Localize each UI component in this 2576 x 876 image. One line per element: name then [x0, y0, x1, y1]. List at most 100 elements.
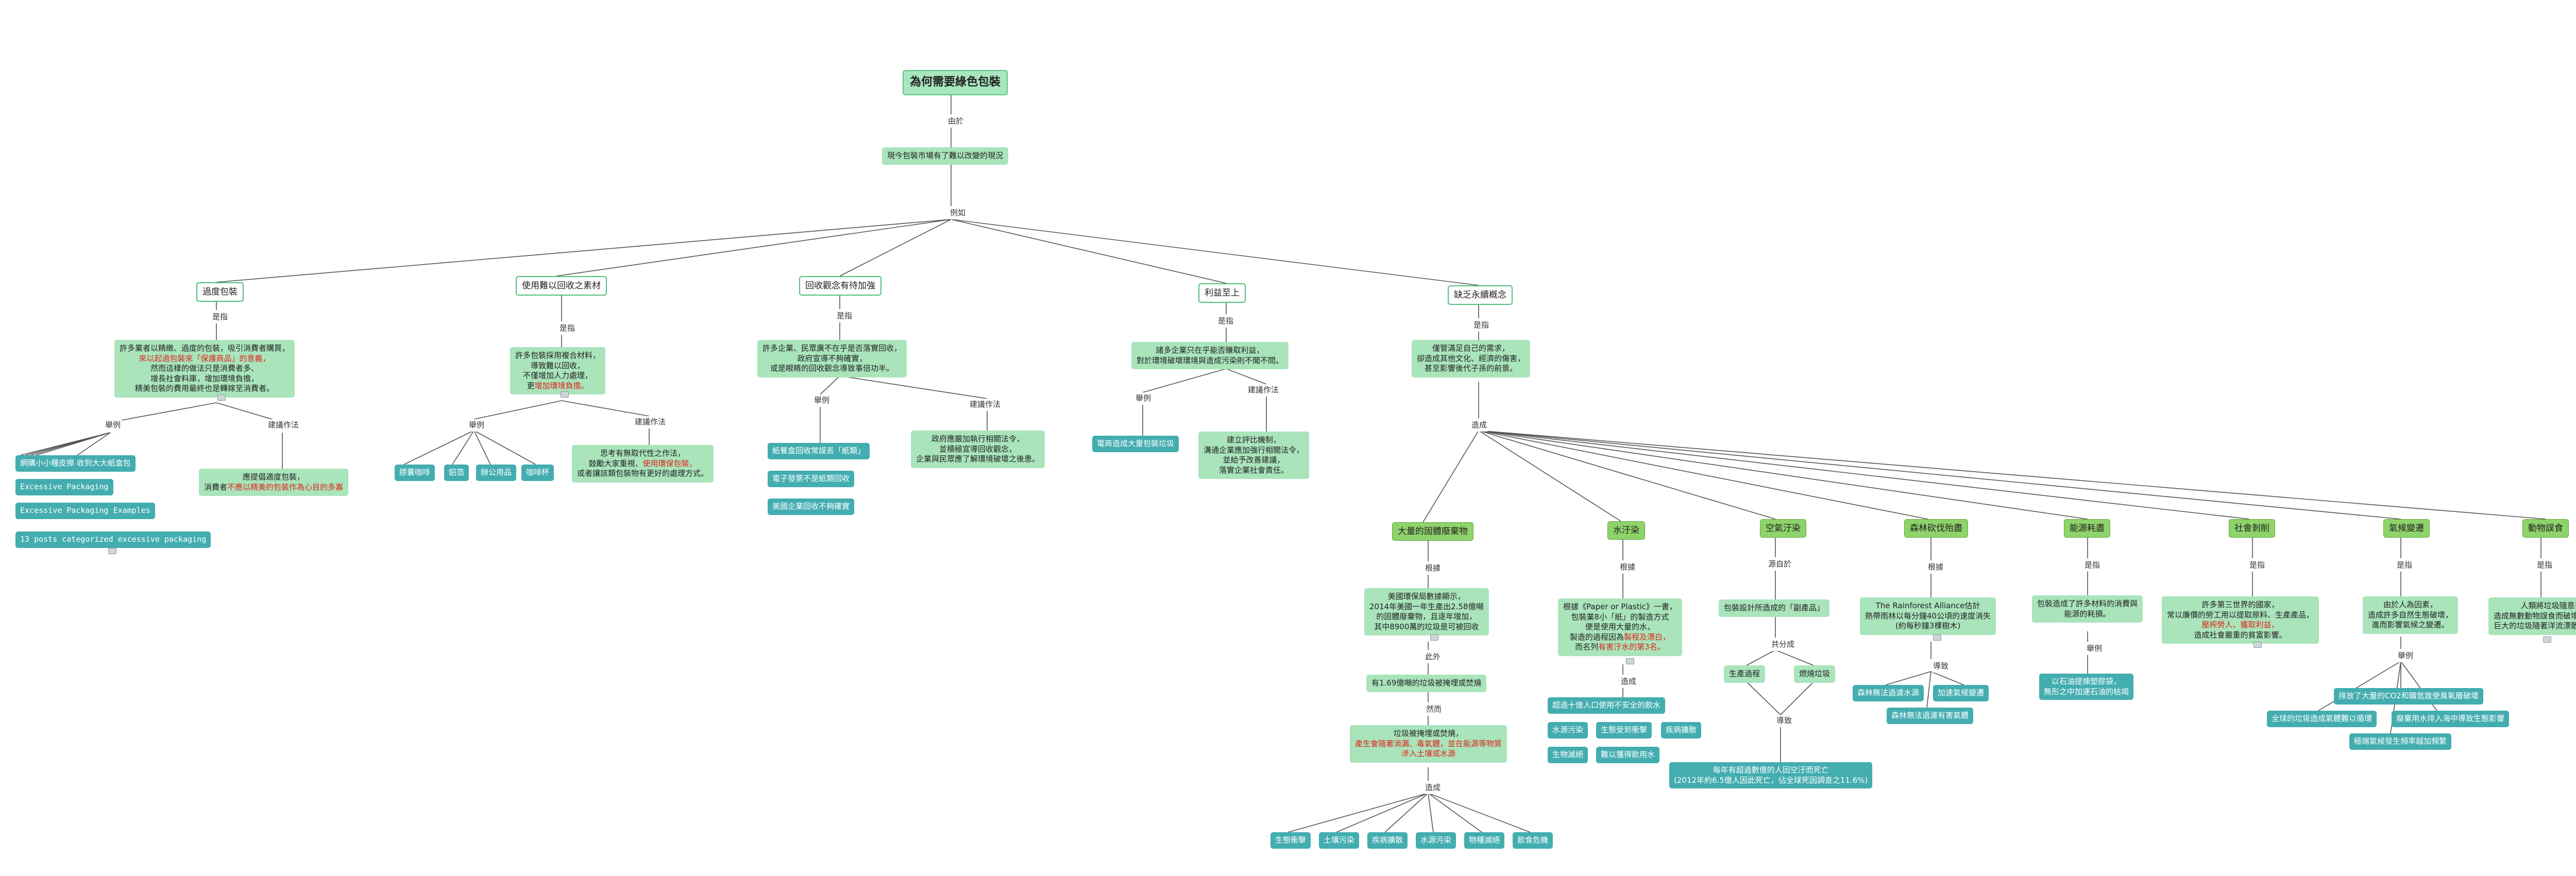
root-node[interactable]: 為何需要綠色包裝 [903, 70, 1008, 95]
relation-label: 根據 [1926, 561, 1946, 574]
effect-item[interactable]: 疾病擴散 [1661, 722, 1702, 738]
suggestion-node[interactable]: 建立評比機制，溝通企業應加強行相關法令，並給予改善建議，落實企業社會責任。 [1198, 432, 1310, 479]
topic-description[interactable]: 許多業者以精緻、過度的包裝，吸引消費者購買，來以起過包裝來「保護商品」的意義，然… [114, 340, 295, 398]
consequence-detail[interactable]: 垃圾被掩埋或焚燒，產生會隨著淌漏、毒氣體，並在能源等物質滲入土壤或水源 [1350, 725, 1507, 763]
note-icon[interactable] [2543, 637, 2551, 643]
consequence-detail[interactable]: 由於人為因素，造成許多自然生態破壞，進而影響氣候之變遷。 [2363, 596, 2459, 634]
effect-item[interactable]: 土壤污染 [1319, 832, 1360, 849]
note-icon[interactable] [1430, 634, 1438, 641]
connector-line [839, 375, 988, 399]
example-item[interactable]: 咖啡杯 [521, 465, 554, 481]
example-item[interactable]: Excessive Packaging Examples [15, 503, 155, 519]
topic-description[interactable]: 諸多企業只在乎能否賺取利益，對於環境破壞環境與造成污染則不聞不問。 [1131, 342, 1289, 369]
example-item[interactable]: 膠囊咖啡 [395, 465, 435, 481]
relation-label: 共分成 [1769, 639, 1797, 651]
note-icon[interactable] [1626, 658, 1634, 664]
consequence-detail[interactable]: 包裝造成了許多材料的消費與能源的耗損。 [2032, 595, 2143, 623]
consequence-energy-depletion[interactable]: 能源耗盡 [2064, 519, 2110, 538]
suggestion-node[interactable]: 政府應嚴加執行相關法令，並積極宣導回收觀念，企業與民眾應了解環境破壞之後患。 [911, 431, 1045, 468]
example-item[interactable]: 電商造成大量包裝垃圾 [1092, 436, 1179, 452]
subtitle-node[interactable]: 現今包裝市場有了難以改變的現況 [882, 147, 1009, 165]
topic-recycling-awareness[interactable]: 回收觀念有待加強 [799, 276, 882, 296]
note-icon[interactable] [108, 548, 116, 554]
consequence-social-exploitation[interactable]: 社會剝削 [2229, 519, 2275, 538]
note-icon[interactable] [217, 394, 226, 401]
effect-item[interactable]: 排放了大量的CO2和職氫致使臭氧層破壞 [2334, 688, 2483, 705]
connector-line [1780, 681, 1814, 715]
effect-item[interactable]: 廢棄用水排入海中導致生態影響 [2392, 711, 2510, 727]
effect-item[interactable]: 以石油提煉塑膠袋，無形之中加速石油的枯竭 [2039, 674, 2134, 700]
example-item[interactable]: Excessive Packaging [15, 479, 113, 495]
relation-label: 是指 [2535, 559, 2555, 572]
example-item[interactable]: 電子發票不是紙類回收 [768, 471, 855, 487]
consequence-water-pollution[interactable]: 水汙染 [1607, 521, 1645, 540]
connector-line [1428, 793, 1482, 833]
example-item[interactable]: 辦公用品 [476, 465, 517, 481]
relation-label: 舉例 [1133, 392, 1154, 405]
consequence-solid-waste[interactable]: 大量的固體廢棄物 [1392, 522, 1473, 541]
effect-item[interactable]: 生態受到衝擊 [1596, 722, 1652, 738]
consequence-detail[interactable]: 美國環保局數據顯示，2014年美國一年生產出2.58億噸的固體廢棄物，且逐年增加… [1364, 588, 1489, 635]
consequence-air-pollution[interactable]: 空氣汙染 [1760, 519, 1806, 538]
connector-line [473, 430, 491, 465]
effect-item[interactable]: 極端氣候發生頻率越加頻繁 [2349, 733, 2452, 750]
consequence-detail[interactable]: 有1.69億噸的垃圾被掩埋或焚燒 [1366, 675, 1487, 692]
consequence-detail[interactable]: 根據《Paper or Plastic》一書，包裝業8小「紙」的製造方式便是使用… [1558, 598, 1682, 656]
relation-label: 舉例 [2084, 643, 2105, 655]
relation-label: 舉例 [467, 419, 487, 432]
connector-line [1746, 681, 1781, 715]
effect-item[interactable]: 水源污染 [1416, 832, 1456, 849]
consequence-detail[interactable]: 許多第三世界的國家，常以廉價的勞工用以提取原料、生產產品，壓榨勞人、獲取利益，造… [2162, 596, 2319, 644]
example-item[interactable]: 鋁箔 [444, 465, 469, 481]
effect-item[interactable]: 每年有超過數億的人因空汙而死亡(2012年約6.5億人因此死亡，佔全球死因調查之… [1669, 762, 1873, 788]
connector-line [1478, 430, 2250, 520]
connector-line [403, 430, 474, 465]
effect-item[interactable]: 生態衝擊 [1270, 832, 1311, 849]
effect-item[interactable]: 難以獲得飲用水 [1596, 747, 1660, 763]
consequence-animal-ingestion[interactable]: 動物誤食 [2522, 519, 2569, 538]
effect-item[interactable]: 超過十億人口使用不安全的飲水 [1548, 697, 1666, 714]
effect-item[interactable]: 生物滅絕 [1548, 747, 1588, 763]
consequence-detail[interactable]: The Rainforest Alliance估計熱帶雨林以每分鐘40公頃的速度… [1860, 597, 1996, 635]
note-icon[interactable] [2253, 642, 2262, 648]
example-item[interactable]: 網購小小種皮擦 收到大大紙盒包 [15, 455, 135, 472]
topic-profit-first[interactable]: 利益至上 [1198, 283, 1246, 303]
consequence-detail[interactable]: 燃燒垃圾 [1794, 665, 1836, 683]
effect-item[interactable]: 全球的垃圾造成氣體難以循環 [2267, 711, 2377, 727]
topic-description[interactable]: 僅管滿足自己的需求，卻造成其他文化、經濟的傷害，甚至影響後代子孫的前景。 [1412, 340, 1531, 377]
effect-item[interactable]: 物種滅絕 [1464, 832, 1505, 849]
connector-line [1478, 430, 1621, 522]
connector-line [820, 375, 840, 395]
relation-label: 此外 [1423, 651, 1443, 663]
consequence-deforestation[interactable]: 森林砍伐殆盡 [1904, 519, 1968, 538]
suggestion-node[interactable]: 思考有無取代性之作法，鼓勵大家重視、使用環保包裝，或者讓該類包裝物有更好的處理方… [572, 445, 714, 483]
effect-item[interactable]: 森林無法過濾有害氣體 [1887, 708, 1974, 724]
relation-label: 導致 [1774, 715, 1794, 727]
effect-item[interactable]: 加速氣候變遷 [1933, 685, 1989, 701]
example-item[interactable]: 紙餐盒回收常誤丟「紙類」 [768, 443, 870, 459]
relation-label: 例如 [948, 207, 968, 219]
connector-line [1428, 793, 1434, 833]
connector-line [839, 219, 952, 277]
topic-description[interactable]: 許多包裝採用複合材料，導致難以回收，不僅增加人力處理，更增加環境負擔。 [510, 347, 606, 394]
effect-item[interactable]: 疾病擴散 [1367, 832, 1408, 849]
note-icon[interactable] [1933, 634, 1941, 641]
example-item[interactable]: 美國企業回收不夠確實 [768, 499, 855, 515]
topic-lack-of-sustainability[interactable]: 缺乏永續概念 [1448, 285, 1513, 305]
topic-excessive-packaging[interactable]: 過度包裝 [196, 282, 244, 302]
relation-label: 由於 [946, 115, 966, 128]
consequence-detail[interactable]: 生產過程 [1724, 665, 1766, 683]
effect-item[interactable]: 水源污染 [1548, 722, 1588, 738]
effect-item[interactable]: 森林無法過濾水源 [1853, 685, 1924, 701]
effect-item[interactable]: 飲食危機 [1513, 832, 1553, 849]
connector-line [216, 219, 952, 283]
topic-description[interactable]: 許多企業、民眾廣不在乎是否落實回收，政府宣導不夠確實，或是眼睛的回收觀念導致事倍… [757, 340, 907, 377]
consequence-detail[interactable]: 人類將垃圾隨意丟棄，造成無數動物誤食而破壞，隨食死亡，巨大的垃圾隨著洋流漂散至世… [2488, 597, 2576, 635]
example-item[interactable]: 13 posts categorized excessive packaging [15, 531, 211, 548]
consequence-climate-change[interactable]: 氣候變遷 [2383, 519, 2430, 538]
consequence-detail[interactable]: 包裝設計所造成的「副產品」 [1719, 599, 1830, 617]
suggestion-node[interactable]: 應提倡適度包裝，消費者不應以精美的包裝作為心目的多寡 [199, 469, 349, 496]
connector-line [951, 219, 1227, 284]
note-icon[interactable] [561, 391, 569, 398]
topic-hard-to-recycle-materials[interactable]: 使用難以回收之素材 [516, 276, 607, 296]
